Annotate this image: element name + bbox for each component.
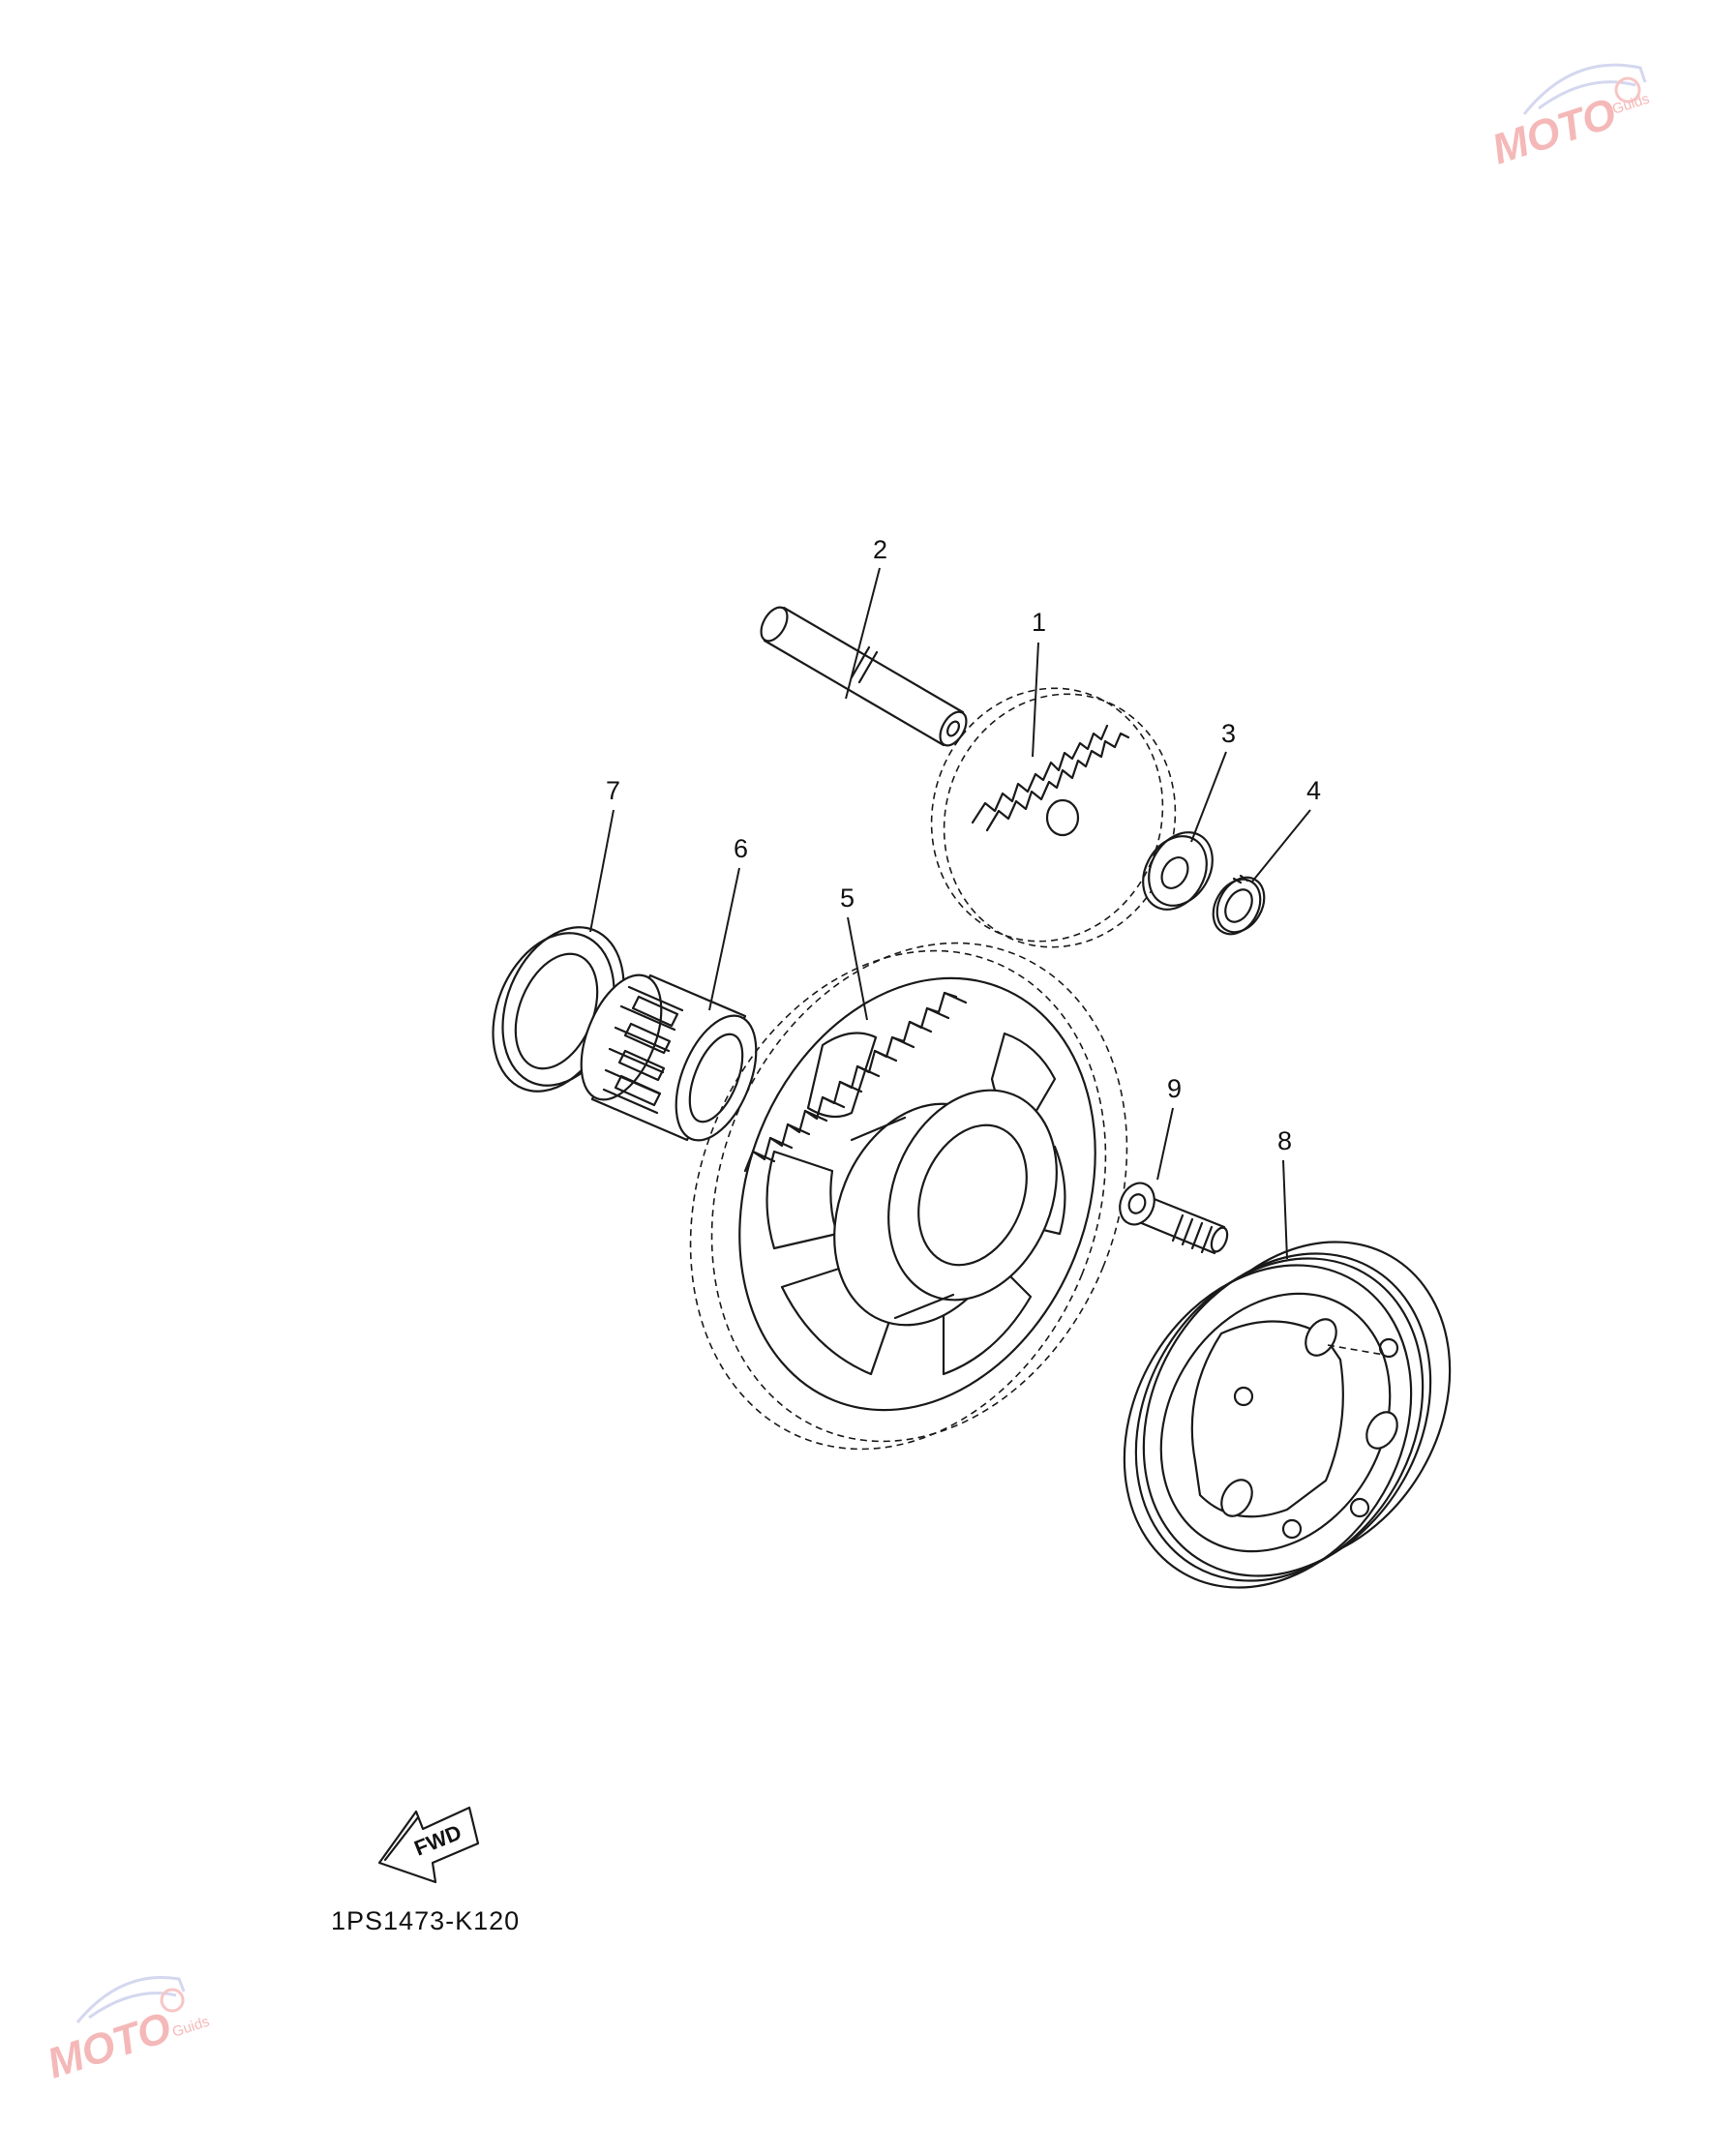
callout-8: 8	[1277, 1126, 1292, 1155]
callout-5: 5	[840, 883, 855, 913]
part-4-circlip	[1212, 874, 1266, 936]
watermark-tagline: Guids	[170, 2014, 212, 2041]
callout-numbers: 1 2 3 4 5 6 7 8 9	[606, 535, 1321, 1155]
callout-2: 2	[873, 535, 887, 564]
part-9-bolt	[1119, 1182, 1229, 1255]
callout-9: 9	[1167, 1074, 1182, 1103]
part-3-washer	[1142, 831, 1214, 911]
callout-6: 6	[734, 834, 748, 863]
watermark-brand: MOTO	[42, 2003, 177, 2087]
callout-4: 4	[1306, 776, 1321, 805]
fwd-arrow-icon: FWD	[377, 1806, 480, 1884]
callout-7: 7	[606, 776, 620, 805]
callout-1: 1	[1032, 608, 1046, 637]
part-8-starter-clutch	[1123, 1241, 1452, 1589]
watermark-brand: MOTO	[1486, 89, 1622, 173]
watermark-logo-bottom: MOTO Guids	[42, 1975, 212, 2088]
leader-lines	[589, 567, 1311, 1260]
part-2-shaft	[760, 606, 968, 747]
part-5-starter-wheel-gear	[689, 942, 1128, 1451]
diagram-code: 1PS1473-K120	[331, 1906, 520, 1935]
callout-3: 3	[1221, 719, 1236, 748]
watermark-logo-top: MOTO Guids	[1486, 63, 1652, 174]
part-6-needle-bearing	[580, 973, 758, 1142]
